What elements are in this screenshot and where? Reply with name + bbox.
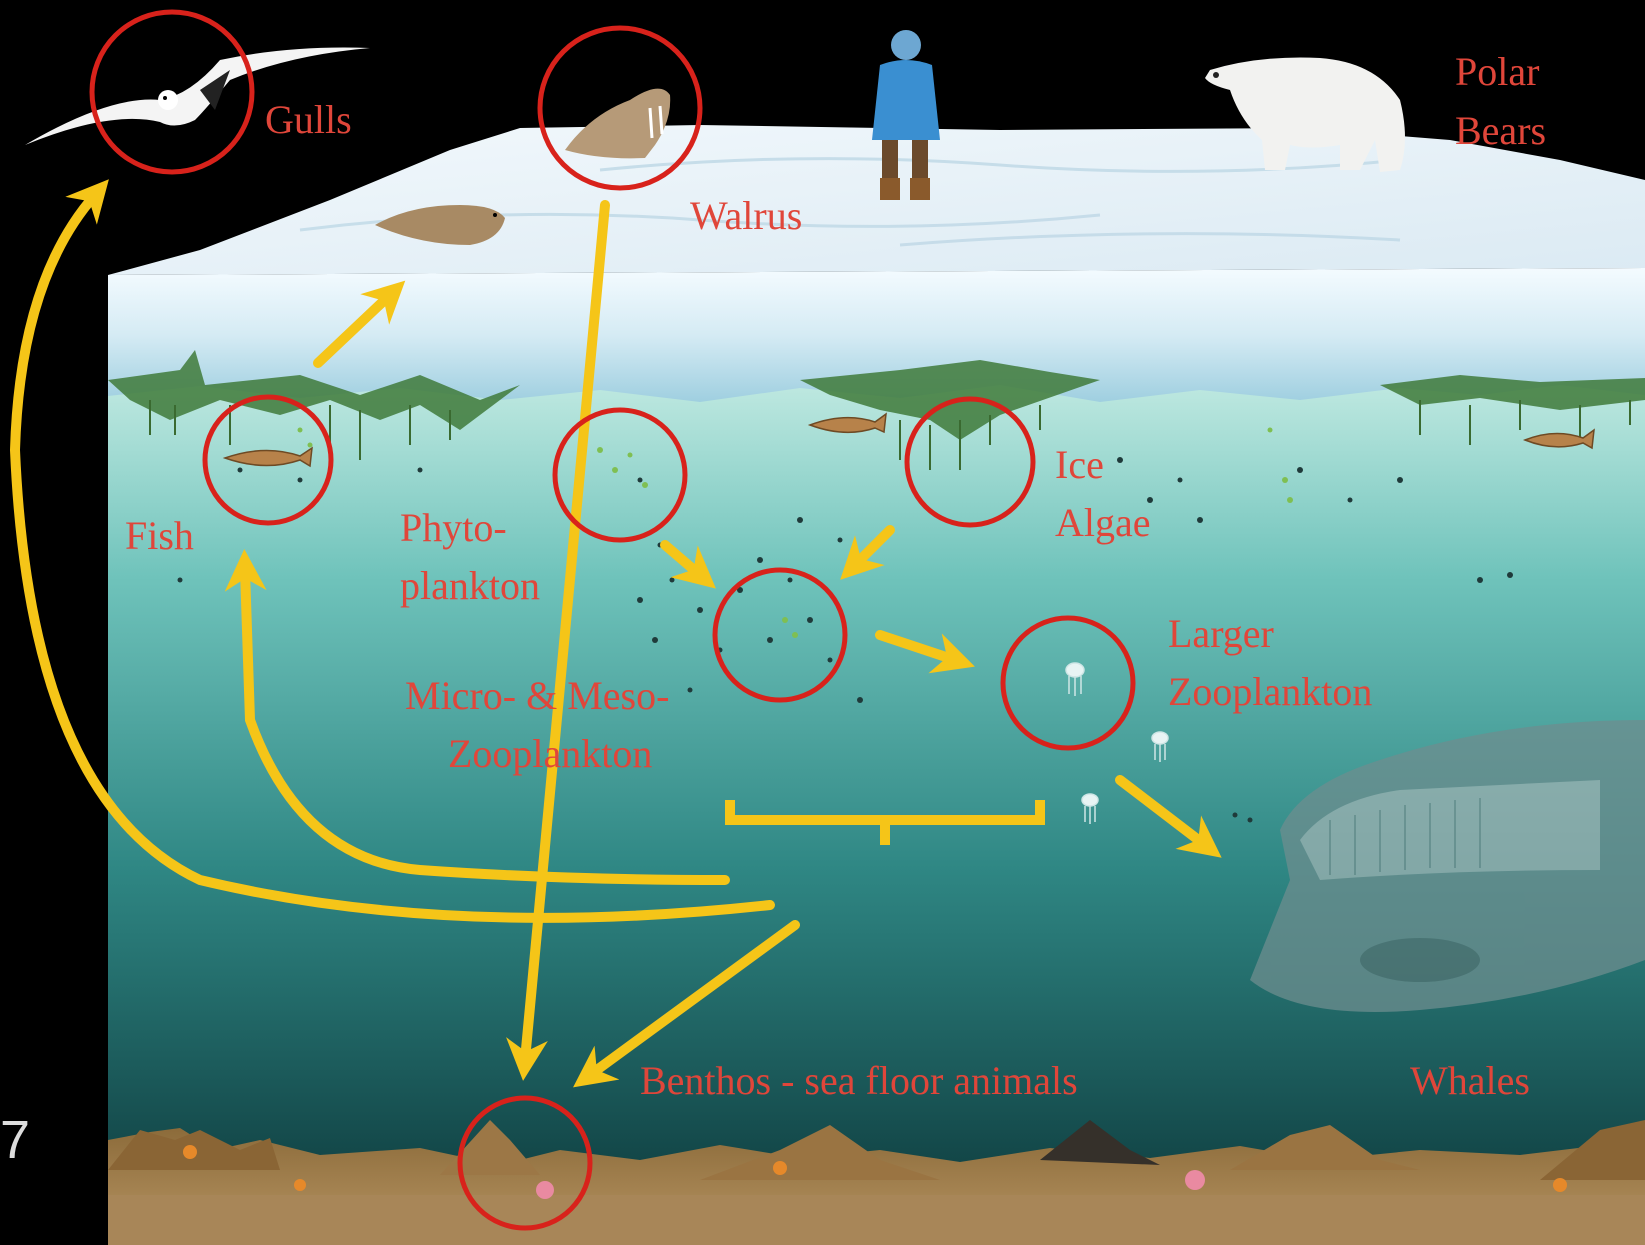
label-gulls: Gulls bbox=[265, 92, 352, 148]
label-phytoplankton-line2: plankton bbox=[400, 558, 540, 614]
label-walrus: Walrus bbox=[690, 188, 802, 244]
label-fish: Fish bbox=[125, 508, 194, 564]
label-benthos: Benthos - sea floor animals bbox=[640, 1053, 1078, 1109]
label-ice-algae-line1: Ice bbox=[1055, 437, 1104, 493]
label-polar-bears-line2: Bears bbox=[1455, 103, 1546, 159]
slide-number: 7 bbox=[0, 1110, 30, 1170]
label-micro-meso-line1: Micro- & Meso- bbox=[405, 668, 669, 724]
label-micro-meso-line2: Zooplankton bbox=[448, 726, 652, 782]
label-whales: Whales bbox=[1410, 1053, 1530, 1109]
label-ice-algae-line2: Algae bbox=[1055, 495, 1151, 551]
label-larger-zoo-line1: Larger bbox=[1168, 606, 1274, 662]
label-larger-zoo-line2: Zooplankton bbox=[1168, 664, 1372, 720]
label-polar-bears-line1: Polar bbox=[1455, 44, 1539, 100]
label-phytoplankton-line1: Phyto- bbox=[400, 500, 507, 556]
